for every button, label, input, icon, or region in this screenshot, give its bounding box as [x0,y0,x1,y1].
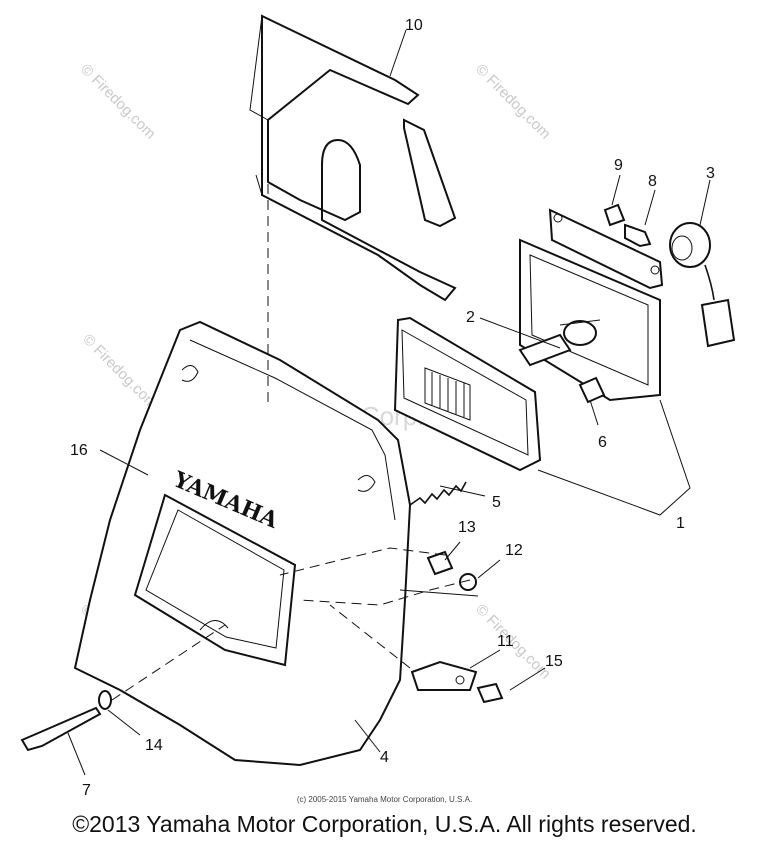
part-label-14: 14 [145,737,163,754]
part-label-12: 12 [505,542,523,559]
leader-lines [67,29,711,776]
part-label-6: 6 [598,434,607,451]
part-label-5: 5 [492,494,501,511]
watermark-site: © Firedog.com [79,331,161,413]
small-copyright: (c) 2005-2015 Yamaha Motor Corporation, … [296,795,473,804]
front-cowl: YAMAHA [73,320,412,767]
watermark-site: © Firedog.com [472,61,554,143]
small-bolts [426,550,504,704]
part-label-9: 9 [614,157,623,174]
screw-and-nut [603,203,652,248]
part-label-15: 15 [545,653,563,670]
watermark-site: © Firedog.com [77,61,159,143]
part-label-4: 4 [380,749,389,766]
bulb-socket [669,222,736,348]
main-copyright: ©2013 Yamaha Motor Corporation, U.S.A. A… [72,811,697,837]
stay-bracket [410,660,478,691]
part-label-7: 7 [82,782,91,799]
adjusting-spring [409,481,467,506]
bulb [518,319,601,367]
part-label-3: 3 [706,165,715,182]
part-label-13: 13 [458,519,476,536]
headlight-lens [393,316,542,472]
headlight-housing [519,208,664,402]
part-label-2: 2 [466,309,475,326]
part-number-labels: 10 9 8 3 2 6 16 5 1 13 12 11 15 14 4 7 [70,17,715,799]
part-label-8: 8 [648,173,657,190]
part-label-1: 1 [676,515,685,532]
grommet [578,376,606,404]
washer [98,690,112,710]
inner-cover-plate [249,14,457,302]
part-label-10: 10 [405,17,423,34]
long-bolt [20,706,102,752]
part-label-16: 16 [70,442,88,459]
part-label-11: 11 [497,633,514,650]
